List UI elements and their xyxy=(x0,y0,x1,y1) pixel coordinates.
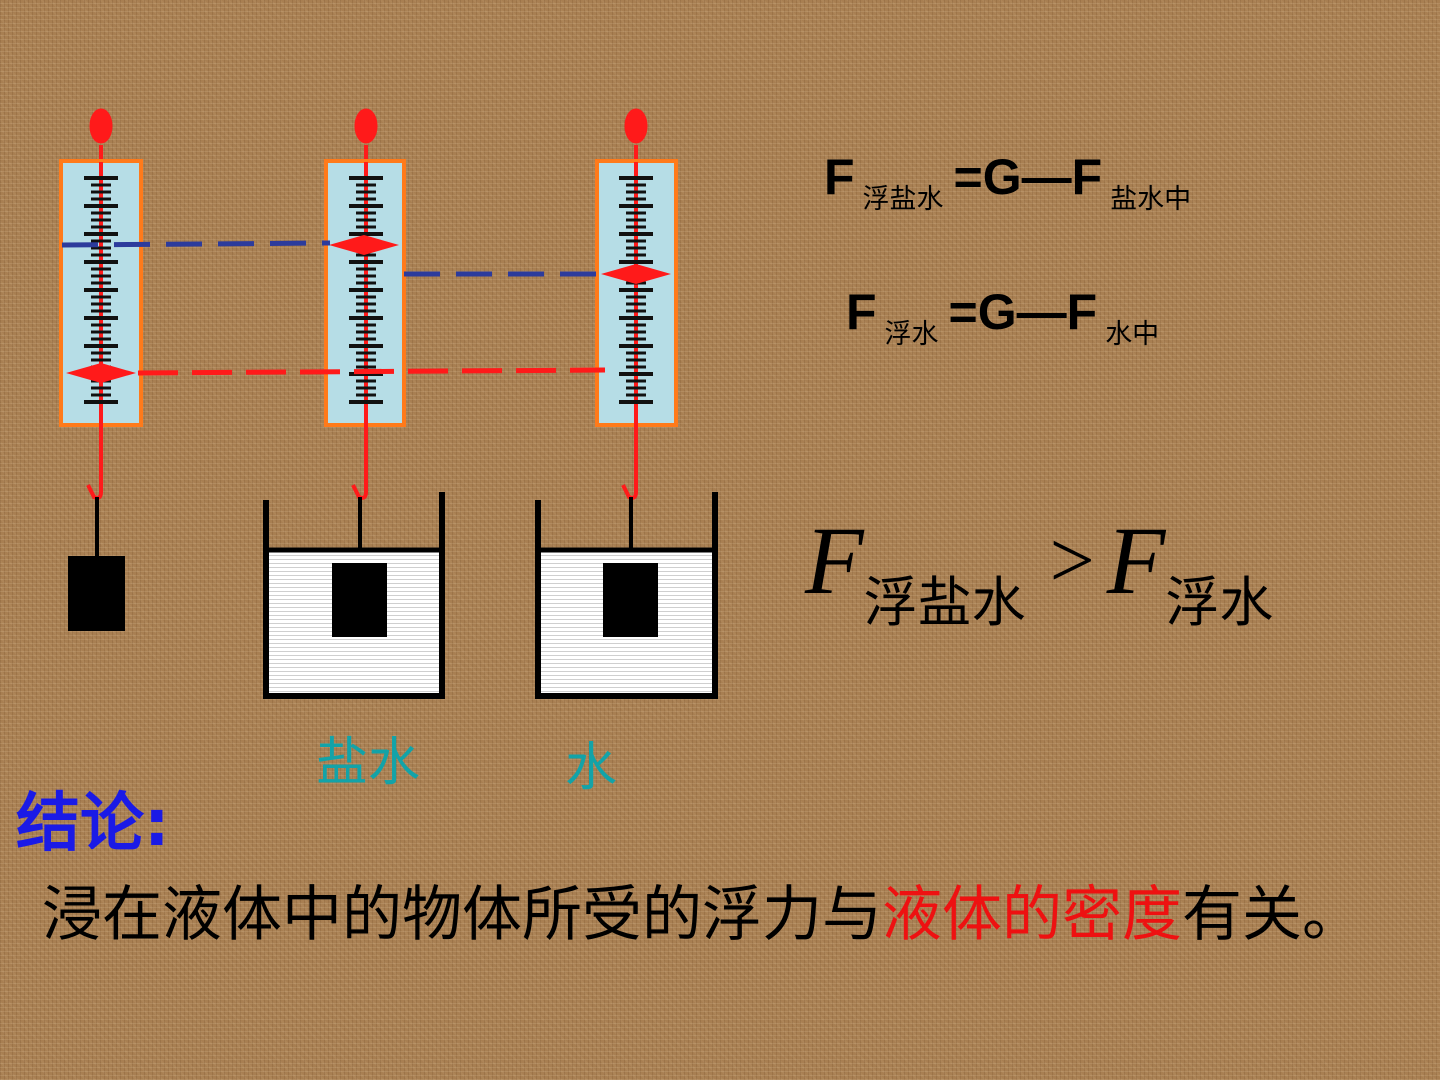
conclusion-part1: 浸在液体中的物体所受的浮力与 xyxy=(42,880,882,950)
scale-ring xyxy=(624,108,648,144)
buoyancy-inequality: F浮盐水>F浮水 xyxy=(805,505,1273,633)
subscript: 浮盐水 xyxy=(862,184,944,214)
subscript: 浮盐水 xyxy=(863,573,1026,633)
scale-ring xyxy=(354,108,378,144)
beaker-outline xyxy=(263,492,445,699)
object-block xyxy=(603,563,658,637)
conclusion-title: 结论: xyxy=(16,787,170,861)
dash-blue-1 xyxy=(61,240,331,248)
subscript: 水中 xyxy=(1105,319,1160,349)
spring-scale-air xyxy=(59,108,143,631)
hook xyxy=(621,470,638,500)
greater-than-sign: > xyxy=(1049,517,1095,605)
subscript: 盐水中 xyxy=(1110,184,1192,214)
dash-red xyxy=(137,367,606,376)
hook xyxy=(86,470,103,500)
force-symbol: F xyxy=(846,284,877,340)
water-label: 水 xyxy=(565,738,618,798)
beaker-outline xyxy=(535,492,718,699)
equation-body: =G—F xyxy=(948,284,1098,340)
conclusion-highlight: 液体的密度 xyxy=(882,880,1182,950)
beaker-water xyxy=(535,492,718,699)
subscript: 浮水 xyxy=(1165,573,1274,633)
force-symbol: F xyxy=(824,149,855,205)
spring-scale-salt-water xyxy=(324,108,406,565)
pointer xyxy=(329,235,399,255)
object-block xyxy=(68,556,125,631)
beaker-salt-water xyxy=(263,492,445,699)
subscript: 浮水 xyxy=(884,319,939,349)
pointer xyxy=(66,363,136,383)
equation-body: =G—F xyxy=(953,149,1103,205)
salt-water-label: 盐水 xyxy=(316,733,421,793)
pointer xyxy=(601,264,671,284)
conclusion-part2: 有关。 xyxy=(1182,880,1362,950)
force-symbol: F xyxy=(805,507,864,614)
conclusion-text: 浸在液体中的物体所受的浮力与液体的密度有关。 xyxy=(42,866,1362,953)
scale-ring xyxy=(89,108,113,144)
force-symbol: F xyxy=(1106,507,1166,614)
hook xyxy=(351,470,368,500)
spring-scale-water xyxy=(595,108,678,565)
object-block xyxy=(332,563,387,637)
reference-lines xyxy=(61,240,606,376)
